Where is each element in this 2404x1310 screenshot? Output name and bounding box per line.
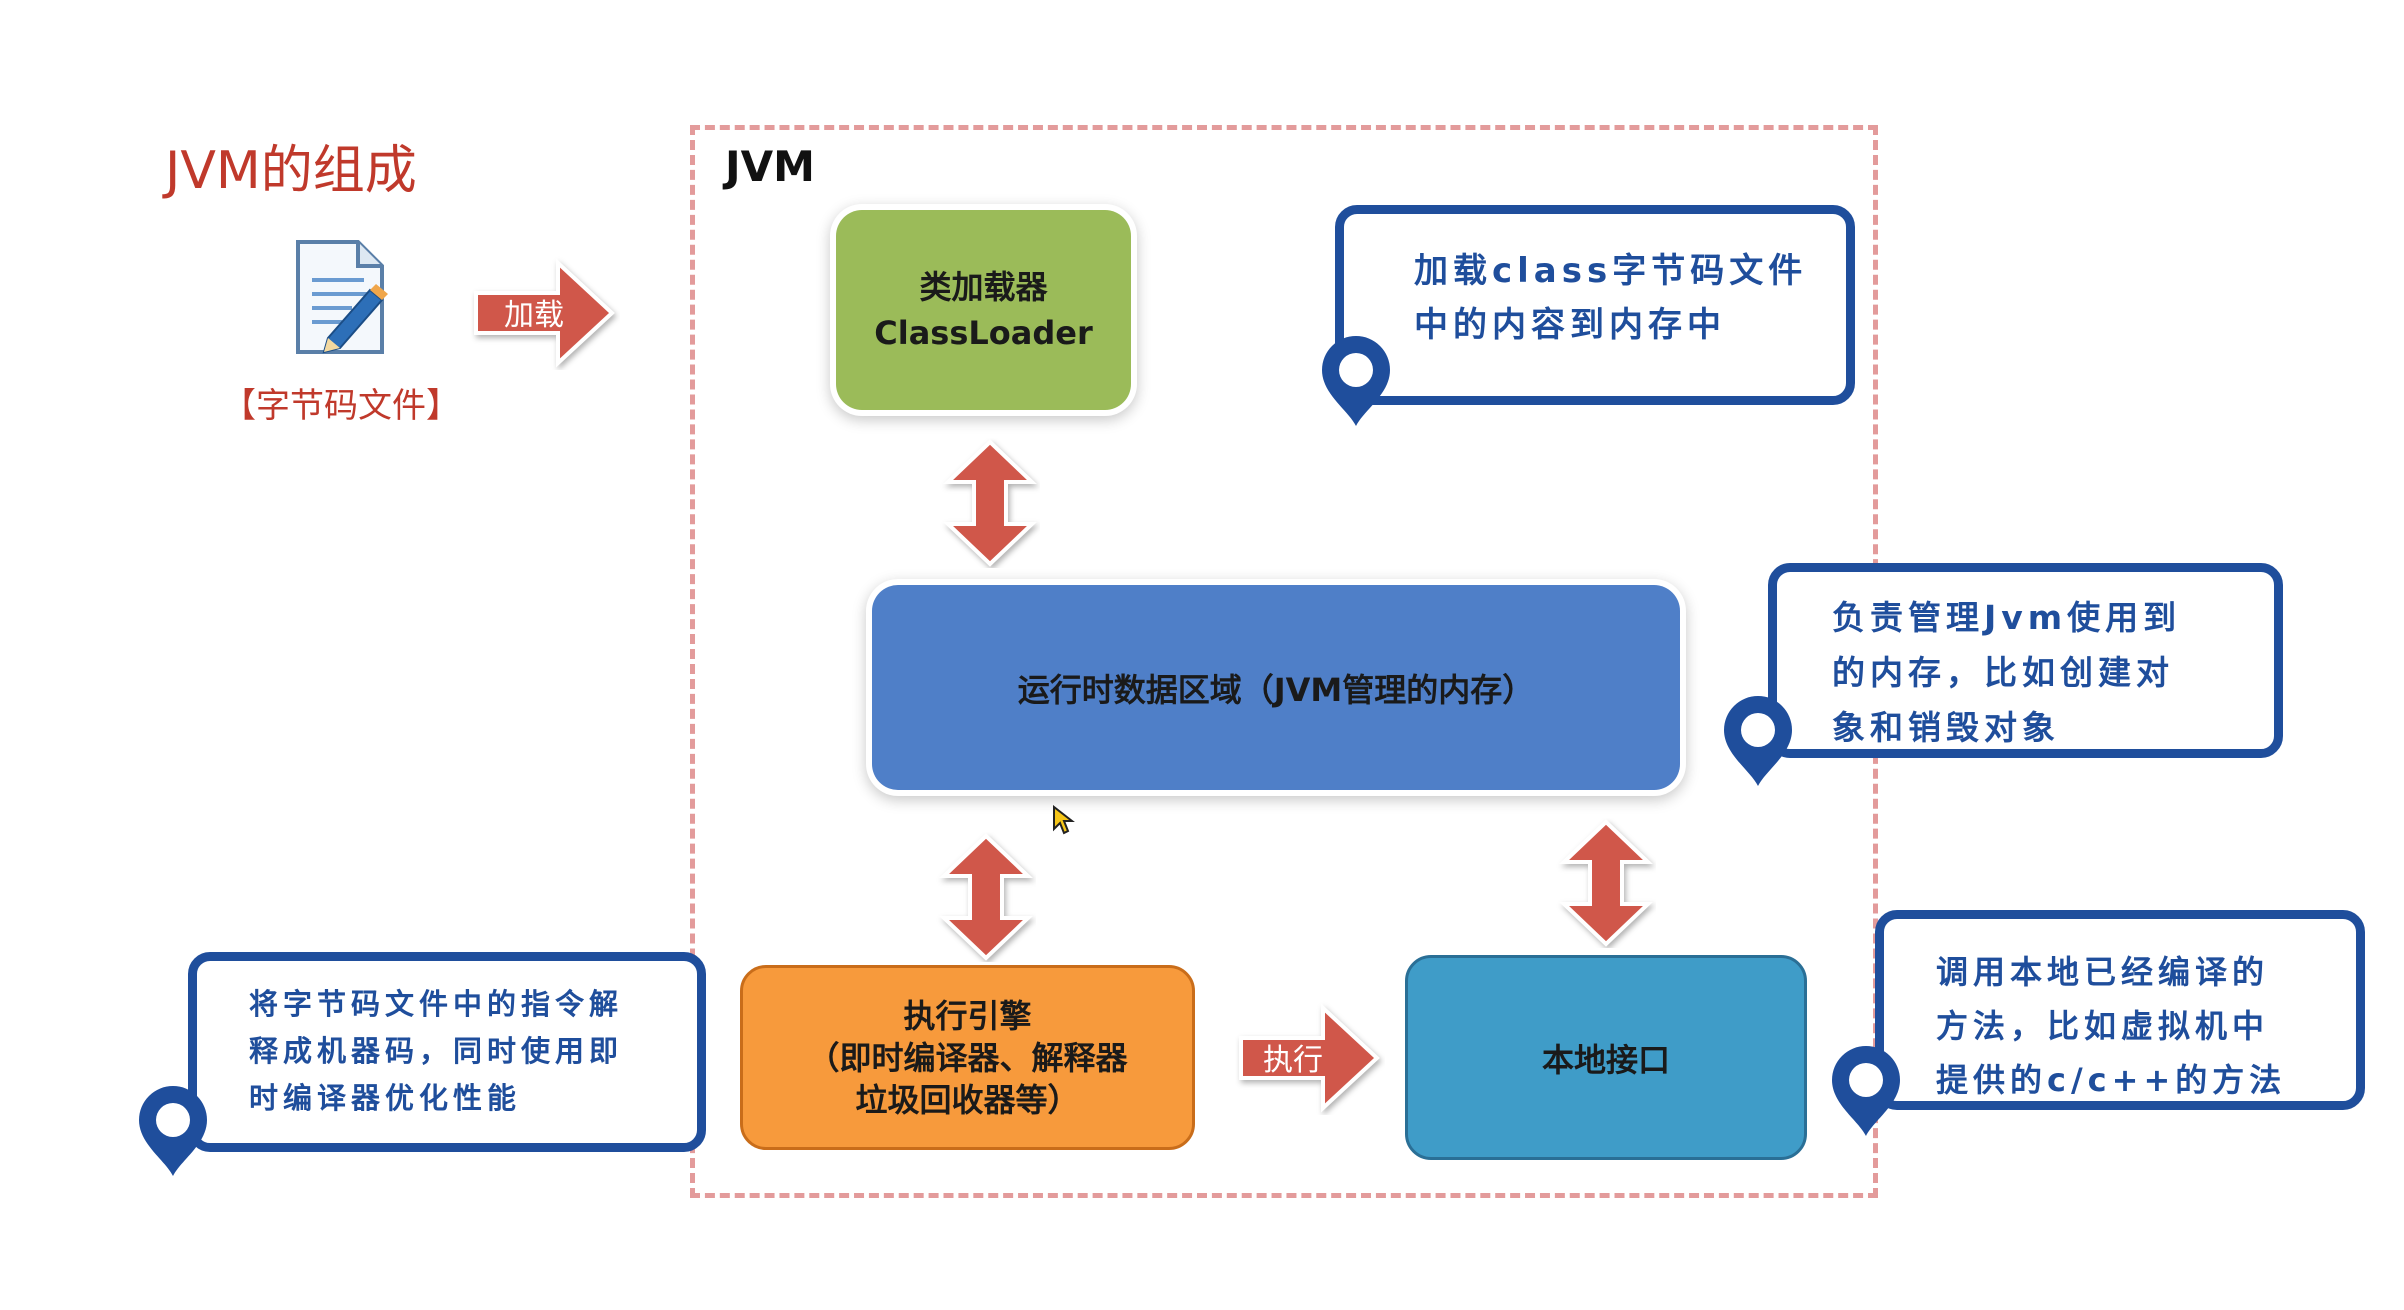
mouse-cursor-icon	[1053, 805, 1075, 835]
callout-runtime: 负责管理Jvm使用到 的内存，比如创建对 象和销毁对象	[1768, 563, 2283, 758]
execution-engine-detail-2: 垃圾回收器等）	[855, 1080, 1080, 1119]
location-pin-icon	[139, 1086, 207, 1176]
callout-execution-engine: 将字节码文件中的指令解 释成机器码，同时使用即 时编译器优化性能	[188, 952, 706, 1152]
document-edit-icon	[296, 240, 388, 354]
callout-engine-line-2: 释成机器码，同时使用即	[249, 1034, 624, 1068]
callout-engine-line-1: 将字节码文件中的指令解	[249, 987, 624, 1021]
location-pin-icon	[1322, 336, 1390, 426]
callout-native-interface: 调用本地已经编译的 方法，比如虚拟机中 提供的c/c++的方法	[1875, 910, 2365, 1110]
callout-runtime-line-3: 象和销毁对象	[1832, 708, 2060, 747]
execute-arrow-label: 执行	[1263, 1043, 1323, 1078]
location-pin-icon	[1832, 1046, 1900, 1136]
callout-classloader-line-1: 加载class字节码文件	[1414, 251, 1808, 291]
callout-engine-line-3: 时编译器优化性能	[249, 1081, 522, 1115]
callout-classloader-line-2: 中的内容到内存中	[1414, 305, 1726, 345]
execution-engine-title: 执行引擎	[903, 996, 1032, 1035]
runtime-data-area-box: 运行时数据区域（JVM管理的内存）	[872, 585, 1680, 790]
classloader-subtitle: ClassLoader	[874, 314, 1093, 352]
native-interface-label: 本地接口	[1541, 1040, 1670, 1079]
callout-native-line-3: 提供的c/c++的方法	[1936, 1061, 2287, 1099]
page-title: JVM的组成	[165, 141, 417, 201]
load-arrow-label: 加载	[504, 298, 564, 333]
native-interface-box: 本地接口	[1405, 955, 1807, 1160]
bytecode-file-label: 【字节码文件】	[222, 386, 460, 426]
callout-classloader: 加载class字节码文件 中的内容到内存中	[1335, 205, 1855, 405]
double-arrow-classloader-runtime	[943, 439, 1037, 567]
classloader-box: 类加载器 ClassLoader	[836, 210, 1131, 410]
callout-runtime-line-1: 负责管理Jvm使用到	[1832, 598, 2182, 637]
runtime-data-area-label: 运行时数据区域（JVM管理的内存）	[1017, 670, 1535, 709]
location-pin-icon	[1724, 696, 1792, 786]
execute-arrow: 执行	[1239, 1003, 1380, 1113]
double-arrow-runtime-engine	[939, 833, 1033, 961]
callout-native-line-1: 调用本地已经编译的	[1936, 953, 2270, 991]
double-arrow-runtime-native	[1559, 819, 1653, 947]
callout-runtime-line-2: 的内存，比如创建对	[1832, 653, 2174, 692]
execution-engine-box: 执行引擎 （即时编译器、解释器 垃圾回收器等）	[740, 965, 1195, 1150]
load-arrow: 加载	[474, 258, 615, 368]
callout-native-line-2: 方法，比如虚拟机中	[1936, 1007, 2270, 1045]
jvm-label: JVM	[725, 142, 815, 191]
execution-engine-detail-1: （即时编译器、解释器	[807, 1038, 1128, 1077]
classloader-title: 类加载器	[919, 268, 1048, 306]
